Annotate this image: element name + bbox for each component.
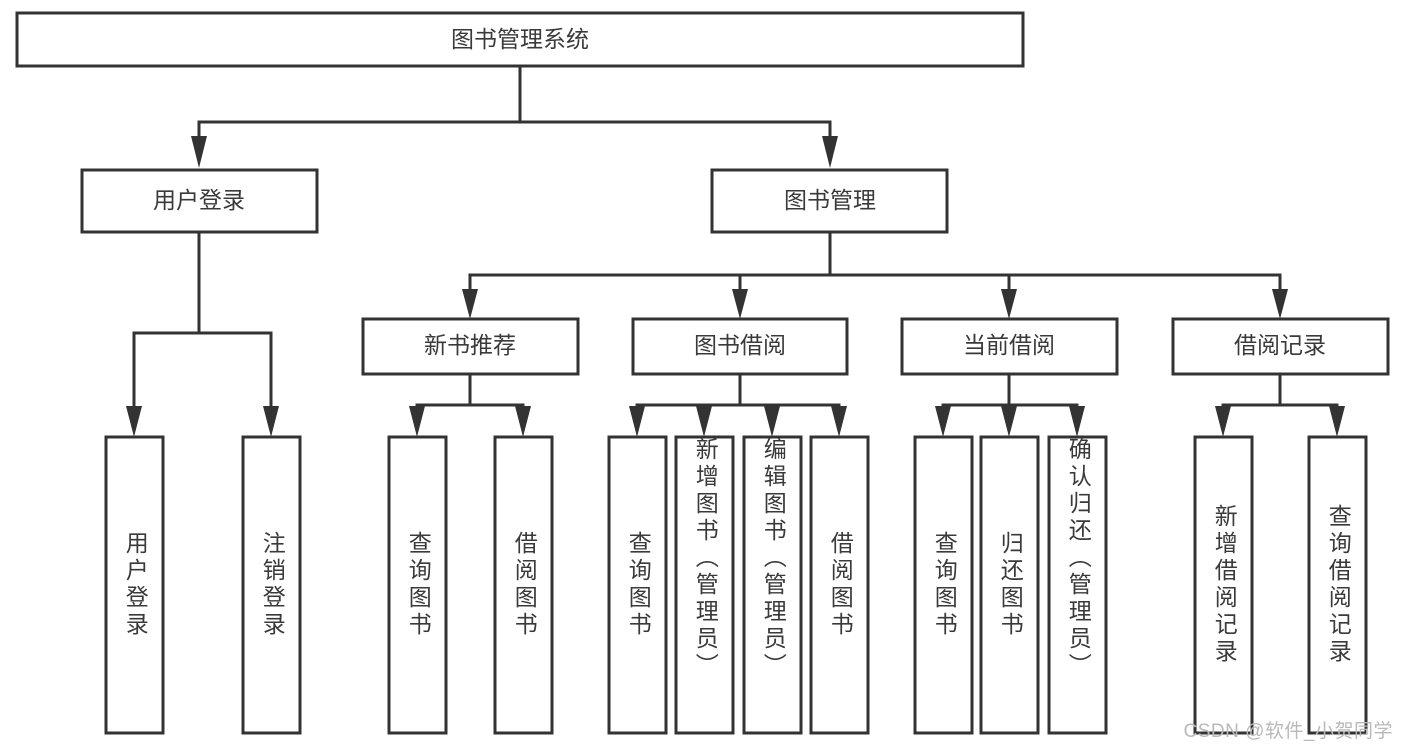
node-root-label: 图书管理系统 (451, 26, 589, 52)
leaf-box-borrow-record-1[interactable] (1307, 435, 1368, 735)
connector-group-bookborrow (629, 372, 847, 437)
node-root[interactable] (15, 11, 1025, 68)
connector-group-borrowrecord (1215, 372, 1345, 437)
leaf-box-user-login-0[interactable] (104, 435, 165, 735)
connector-group-currentborrow (935, 372, 1085, 437)
node-book-management-label: 图书管理 (784, 187, 876, 213)
leaf-box-current-borrow-1[interactable] (979, 435, 1040, 735)
connector-group-userlogin (126, 230, 279, 437)
node-book-borrow[interactable] (631, 317, 849, 376)
arrow-currentborrow-leaf-2 (1069, 406, 1085, 437)
node-current-borrow-label: 当前借阅 (963, 332, 1055, 358)
connector-group-bookmgmt (462, 230, 1288, 319)
leaf-box-new-book-1[interactable] (493, 435, 554, 735)
node-book-borrow-label: 图书借阅 (694, 332, 786, 358)
connector-group-newbook (409, 372, 531, 437)
arrow-currentborrow-leaf-0 (935, 406, 951, 437)
arrow-newbook-leaf-0 (409, 406, 425, 437)
leaf-box-user-login-1[interactable] (241, 435, 302, 735)
leaf-box-current-borrow-0[interactable] (913, 435, 974, 735)
node-current-borrow[interactable] (900, 317, 1119, 376)
arrow-root-to-userlogin (191, 136, 207, 168)
arrow-borrowrecord-leaf-0 (1215, 406, 1231, 437)
node-user-login-label: 用户登录 (153, 187, 245, 213)
arrow-newbook-leaf-1 (515, 406, 531, 437)
arrow-bookmgmt-child-3 (1272, 289, 1288, 319)
arrow-bookborrow-leaf-0 (629, 406, 645, 437)
node-user-login[interactable] (80, 168, 319, 234)
arrow-bookborrow-leaf-3 (831, 406, 847, 437)
leaf-box-borrow-record-0[interactable] (1193, 435, 1254, 735)
node-new-book-recommend-label: 新书推荐 (424, 332, 516, 358)
leaf-box-book-borrow-2[interactable] (742, 435, 803, 735)
leaf-box-book-borrow-1[interactable] (674, 435, 735, 735)
arrow-currentborrow-leaf-1 (1001, 406, 1017, 437)
arrow-bookborrow-leaf-2 (764, 406, 780, 437)
arrow-bookmgmt-child-0 (462, 289, 478, 319)
node-book-management[interactable] (710, 168, 949, 234)
arrow-userlogin-leaf-0 (126, 406, 142, 437)
leaf-box-book-borrow-3[interactable] (809, 435, 870, 735)
connector-group-root (191, 64, 838, 168)
leaf-box-current-borrow-2[interactable] (1047, 435, 1108, 735)
arrow-userlogin-leaf-1 (263, 406, 279, 437)
arrow-bookmgmt-child-2 (1001, 289, 1017, 319)
node-borrow-record-label: 借阅记录 (1234, 332, 1326, 358)
arrow-borrowrecord-leaf-1 (1329, 406, 1345, 437)
arrow-root-to-bookmgmt (822, 136, 838, 168)
leaf-box-book-borrow-0[interactable] (607, 435, 668, 735)
arrow-bookmgmt-child-1 (732, 289, 748, 319)
leaf-box-new-book-0[interactable] (387, 435, 448, 735)
node-new-book-recommend[interactable] (361, 317, 580, 376)
node-borrow-record[interactable] (1171, 317, 1390, 376)
arrow-bookborrow-leaf-1 (696, 406, 712, 437)
